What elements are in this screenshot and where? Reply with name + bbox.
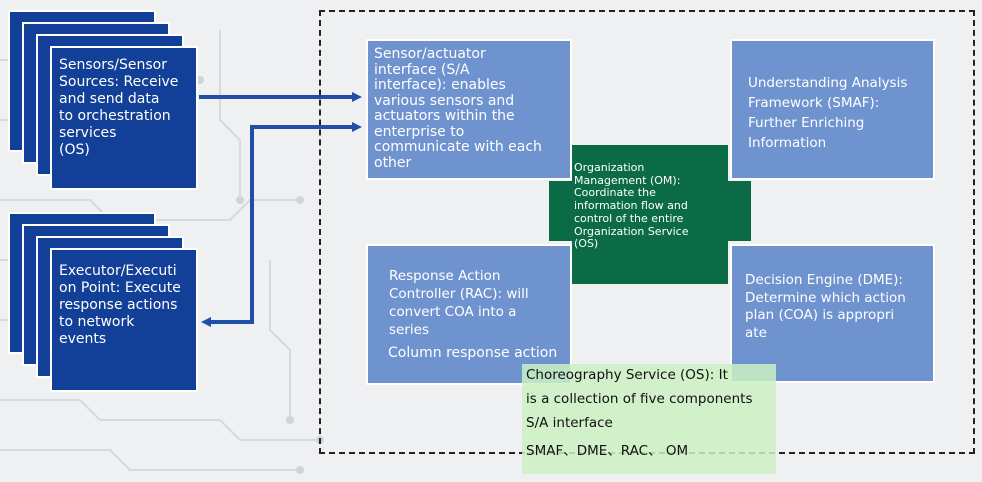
os-note: Choreography Service (OS): It is a colle… xyxy=(522,364,776,474)
sa-interface-text: Sensor/actuator interface (S/A interface… xyxy=(374,46,542,171)
arrow-sa-to-executor xyxy=(201,125,358,327)
os-note-line-2: is a collection of five components xyxy=(526,391,753,407)
executor-text: Executor/Executi on Point: Execute respo… xyxy=(59,263,181,347)
os-note-line-4: SMAF、DME、RAC、 OM xyxy=(526,443,689,459)
dme-box: Decision Engine (DME): Determine which a… xyxy=(730,244,935,383)
smaf-text: Understanding Analysis Framework (SMAF):… xyxy=(748,75,908,151)
rac-extra-text: Column response action xyxy=(388,345,558,361)
sa-interface-box: Sensor/actuator interface (S/A interface… xyxy=(366,39,572,180)
os-note-line-1: Choreography Service (OS): It xyxy=(526,367,728,383)
om-box-horizontal xyxy=(549,181,751,241)
os-note-line-3: S/A interface xyxy=(526,415,613,431)
om-text: Organization Management (OM): Coordinate… xyxy=(574,161,689,251)
rac-box: Response Action Controller (RAC): will c… xyxy=(366,244,572,385)
sensor-sources-text: Sensors/Sensor Sources: Receive and send… xyxy=(59,57,179,158)
executor-card: Executor/Executi on Point: Execute respo… xyxy=(50,248,198,392)
rac-text: Response Action Controller (RAC): will c… xyxy=(389,268,529,338)
dme-text: Decision Engine (DME): Determine which a… xyxy=(745,272,906,341)
smaf-box: Understanding Analysis Framework (SMAF):… xyxy=(730,39,935,180)
sensor-sources-card: Sensors/Sensor Sources: Receive and send… xyxy=(50,46,198,190)
